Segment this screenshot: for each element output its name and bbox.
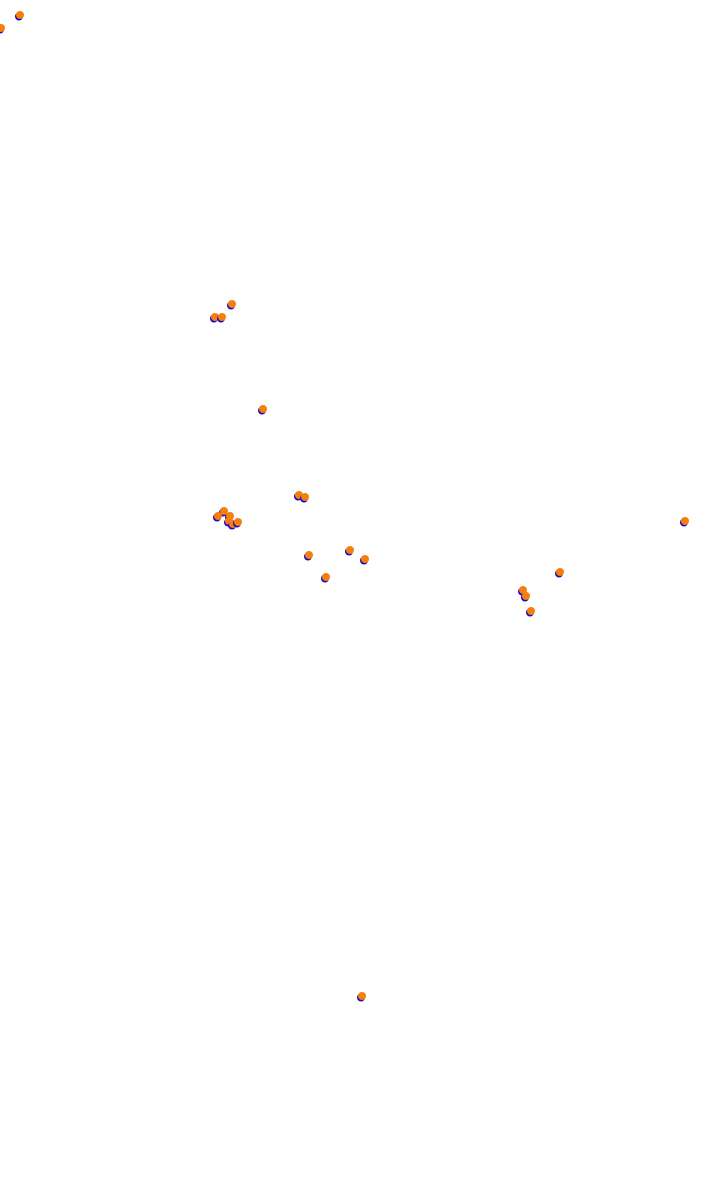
location-marker bbox=[234, 518, 242, 526]
location-marker bbox=[220, 507, 228, 515]
location-marker bbox=[214, 512, 222, 520]
location-marker bbox=[519, 586, 527, 594]
location-marker bbox=[218, 313, 226, 321]
location-marker bbox=[259, 405, 267, 413]
location-marker bbox=[681, 517, 689, 525]
location-marker bbox=[228, 300, 236, 308]
location-marker bbox=[16, 11, 24, 19]
location-marker bbox=[358, 992, 366, 1000]
location-marker bbox=[522, 592, 530, 600]
location-marker bbox=[346, 546, 354, 554]
location-marker bbox=[305, 551, 313, 559]
location-marker bbox=[361, 555, 369, 563]
location-marker bbox=[527, 607, 535, 615]
location-marker bbox=[0, 24, 5, 32]
location-marker bbox=[322, 573, 330, 581]
location-marker bbox=[556, 568, 564, 576]
location-marker bbox=[301, 493, 309, 501]
location-marker bbox=[211, 313, 219, 321]
